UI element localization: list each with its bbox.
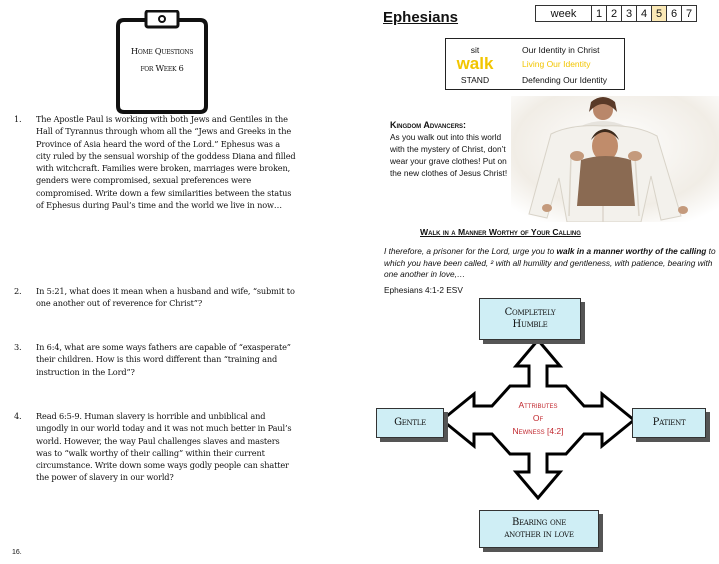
attribute-gentle: Gentle <box>376 408 444 438</box>
page-number: 16. <box>12 549 22 556</box>
week-tracker: week 1 2 3 4 5 6 7 <box>535 5 697 22</box>
question-4: 4. Read 6:5-9. Human slavery is horrible… <box>14 410 296 484</box>
question-text: Read 6:5-9. Human slavery is horrible an… <box>36 411 292 483</box>
jesus-clothing-photo <box>511 96 719 222</box>
clipboard-title: Home Questions for Week 6 <box>114 43 210 77</box>
clipboard-icon <box>116 10 208 114</box>
kingdom-body: As you walk out into this world with the… <box>390 132 508 178</box>
week-cell: 6 <box>666 5 682 22</box>
verse-bold: walk in a manner worthy of the calling <box>556 246 707 256</box>
question-3: 3. In 6:4, what are some ways fathers ar… <box>14 341 296 378</box>
question-text: The Apostle Paul is working with both Je… <box>36 114 296 211</box>
attribute-patient: Patient <box>632 408 706 438</box>
walk-worthy-heading: Walk in a Manner Worthy of Your Calling <box>420 227 581 237</box>
verse-reference: Ephesians 4:1-2 ESV <box>384 285 463 295</box>
question-1: 1. The Apostle Paul is working with both… <box>14 113 296 211</box>
week-cell: 7 <box>681 5 697 22</box>
question-number: 1. <box>14 114 22 124</box>
question-text: In 6:4, what are some ways fathers are c… <box>36 342 291 377</box>
kingdom-advancers: Kingdom Advancers: As you walk out into … <box>390 119 510 179</box>
humble-line-1: Completely <box>504 307 556 318</box>
week-cell: 2 <box>606 5 622 22</box>
bearing-line-1: Bearing one <box>511 517 567 528</box>
week-cell: 4 <box>636 5 652 22</box>
question-text: In 5:21, what does it mean when a husban… <box>36 286 295 309</box>
kingdom-heading: Kingdom Advancers: <box>390 120 467 130</box>
living-label: Living Our Identity <box>522 59 591 69</box>
page-title: Ephesians <box>383 9 459 26</box>
verse-part1: I therefore, a prisoner for the Lord, ur… <box>384 246 557 256</box>
patient-label: Patient <box>652 417 686 428</box>
identity-label: Our Identity in Christ <box>522 45 600 55</box>
stand-label: STAND <box>460 75 490 85</box>
sit-walk-stand-box: sit walk STAND Our Identity in Christ Li… <box>445 38 625 90</box>
attribute-humble: Completely Humble <box>479 298 581 340</box>
question-number: 3. <box>14 342 22 352</box>
question-number: 2. <box>14 286 22 296</box>
bearing-line-2: another in love <box>504 529 574 540</box>
attribute-bearing-love: Bearing one another in love <box>479 510 599 548</box>
week-label: week <box>535 5 592 22</box>
walk-label: walk <box>456 54 494 73</box>
question-2: 2. In 5:21, what does it mean when a hus… <box>14 285 296 310</box>
week-cell: 3 <box>621 5 637 22</box>
clipboard-title-line1: Home Questions <box>130 46 194 56</box>
question-number: 4. <box>14 411 22 421</box>
gentle-label: Gentle <box>394 417 426 428</box>
week-cell-current: 5 <box>651 5 667 22</box>
center-line-2: Of <box>532 413 544 423</box>
center-line-1: Attributes <box>518 400 558 410</box>
center-line-3: Newness [4:2] <box>512 426 564 436</box>
attributes-center-label: Attributes Of Newness [4:2] <box>490 399 586 438</box>
four-way-arrow <box>440 338 636 500</box>
verse-part2: to which you have been called, ² with al… <box>384 246 716 279</box>
humble-line-2: Humble <box>512 319 548 330</box>
defending-label: Defending Our Identity <box>522 75 608 85</box>
scripture-verse: I therefore, a prisoner for the Lord, ur… <box>384 246 719 281</box>
week-cell: 1 <box>591 5 607 22</box>
sit-label: sit <box>470 45 480 55</box>
clipboard-title-line2: for Week 6 <box>140 63 184 73</box>
